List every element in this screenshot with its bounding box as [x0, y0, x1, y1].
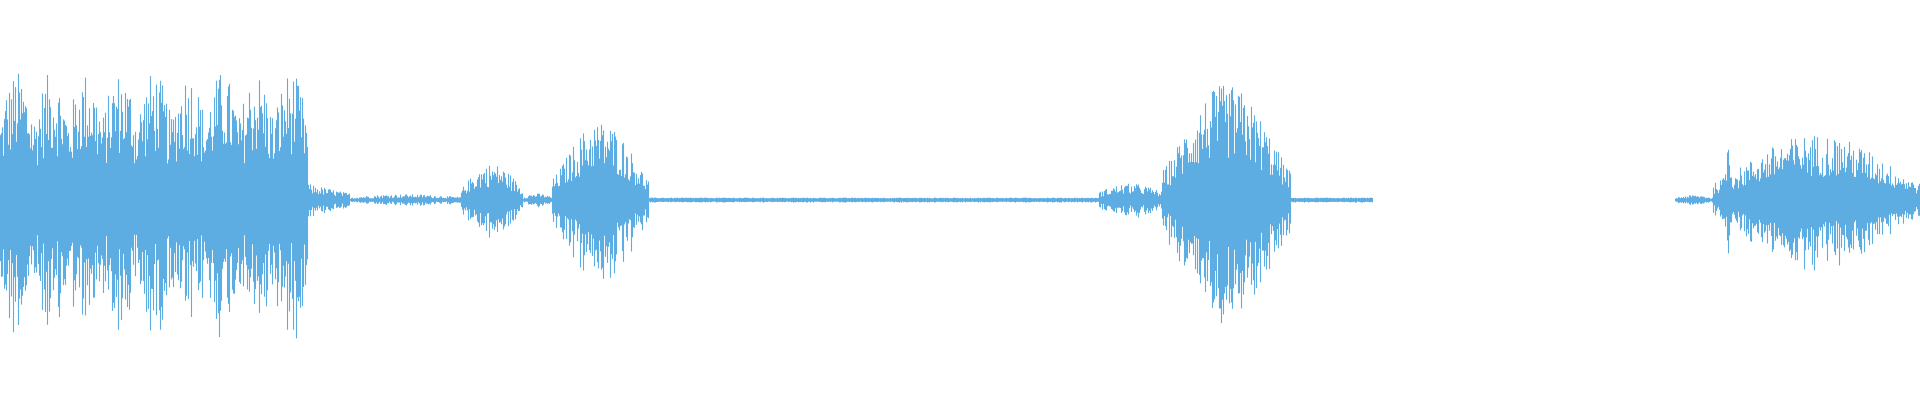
waveform-trace: [0, 73, 1920, 339]
waveform-path: [0, 73, 1920, 339]
